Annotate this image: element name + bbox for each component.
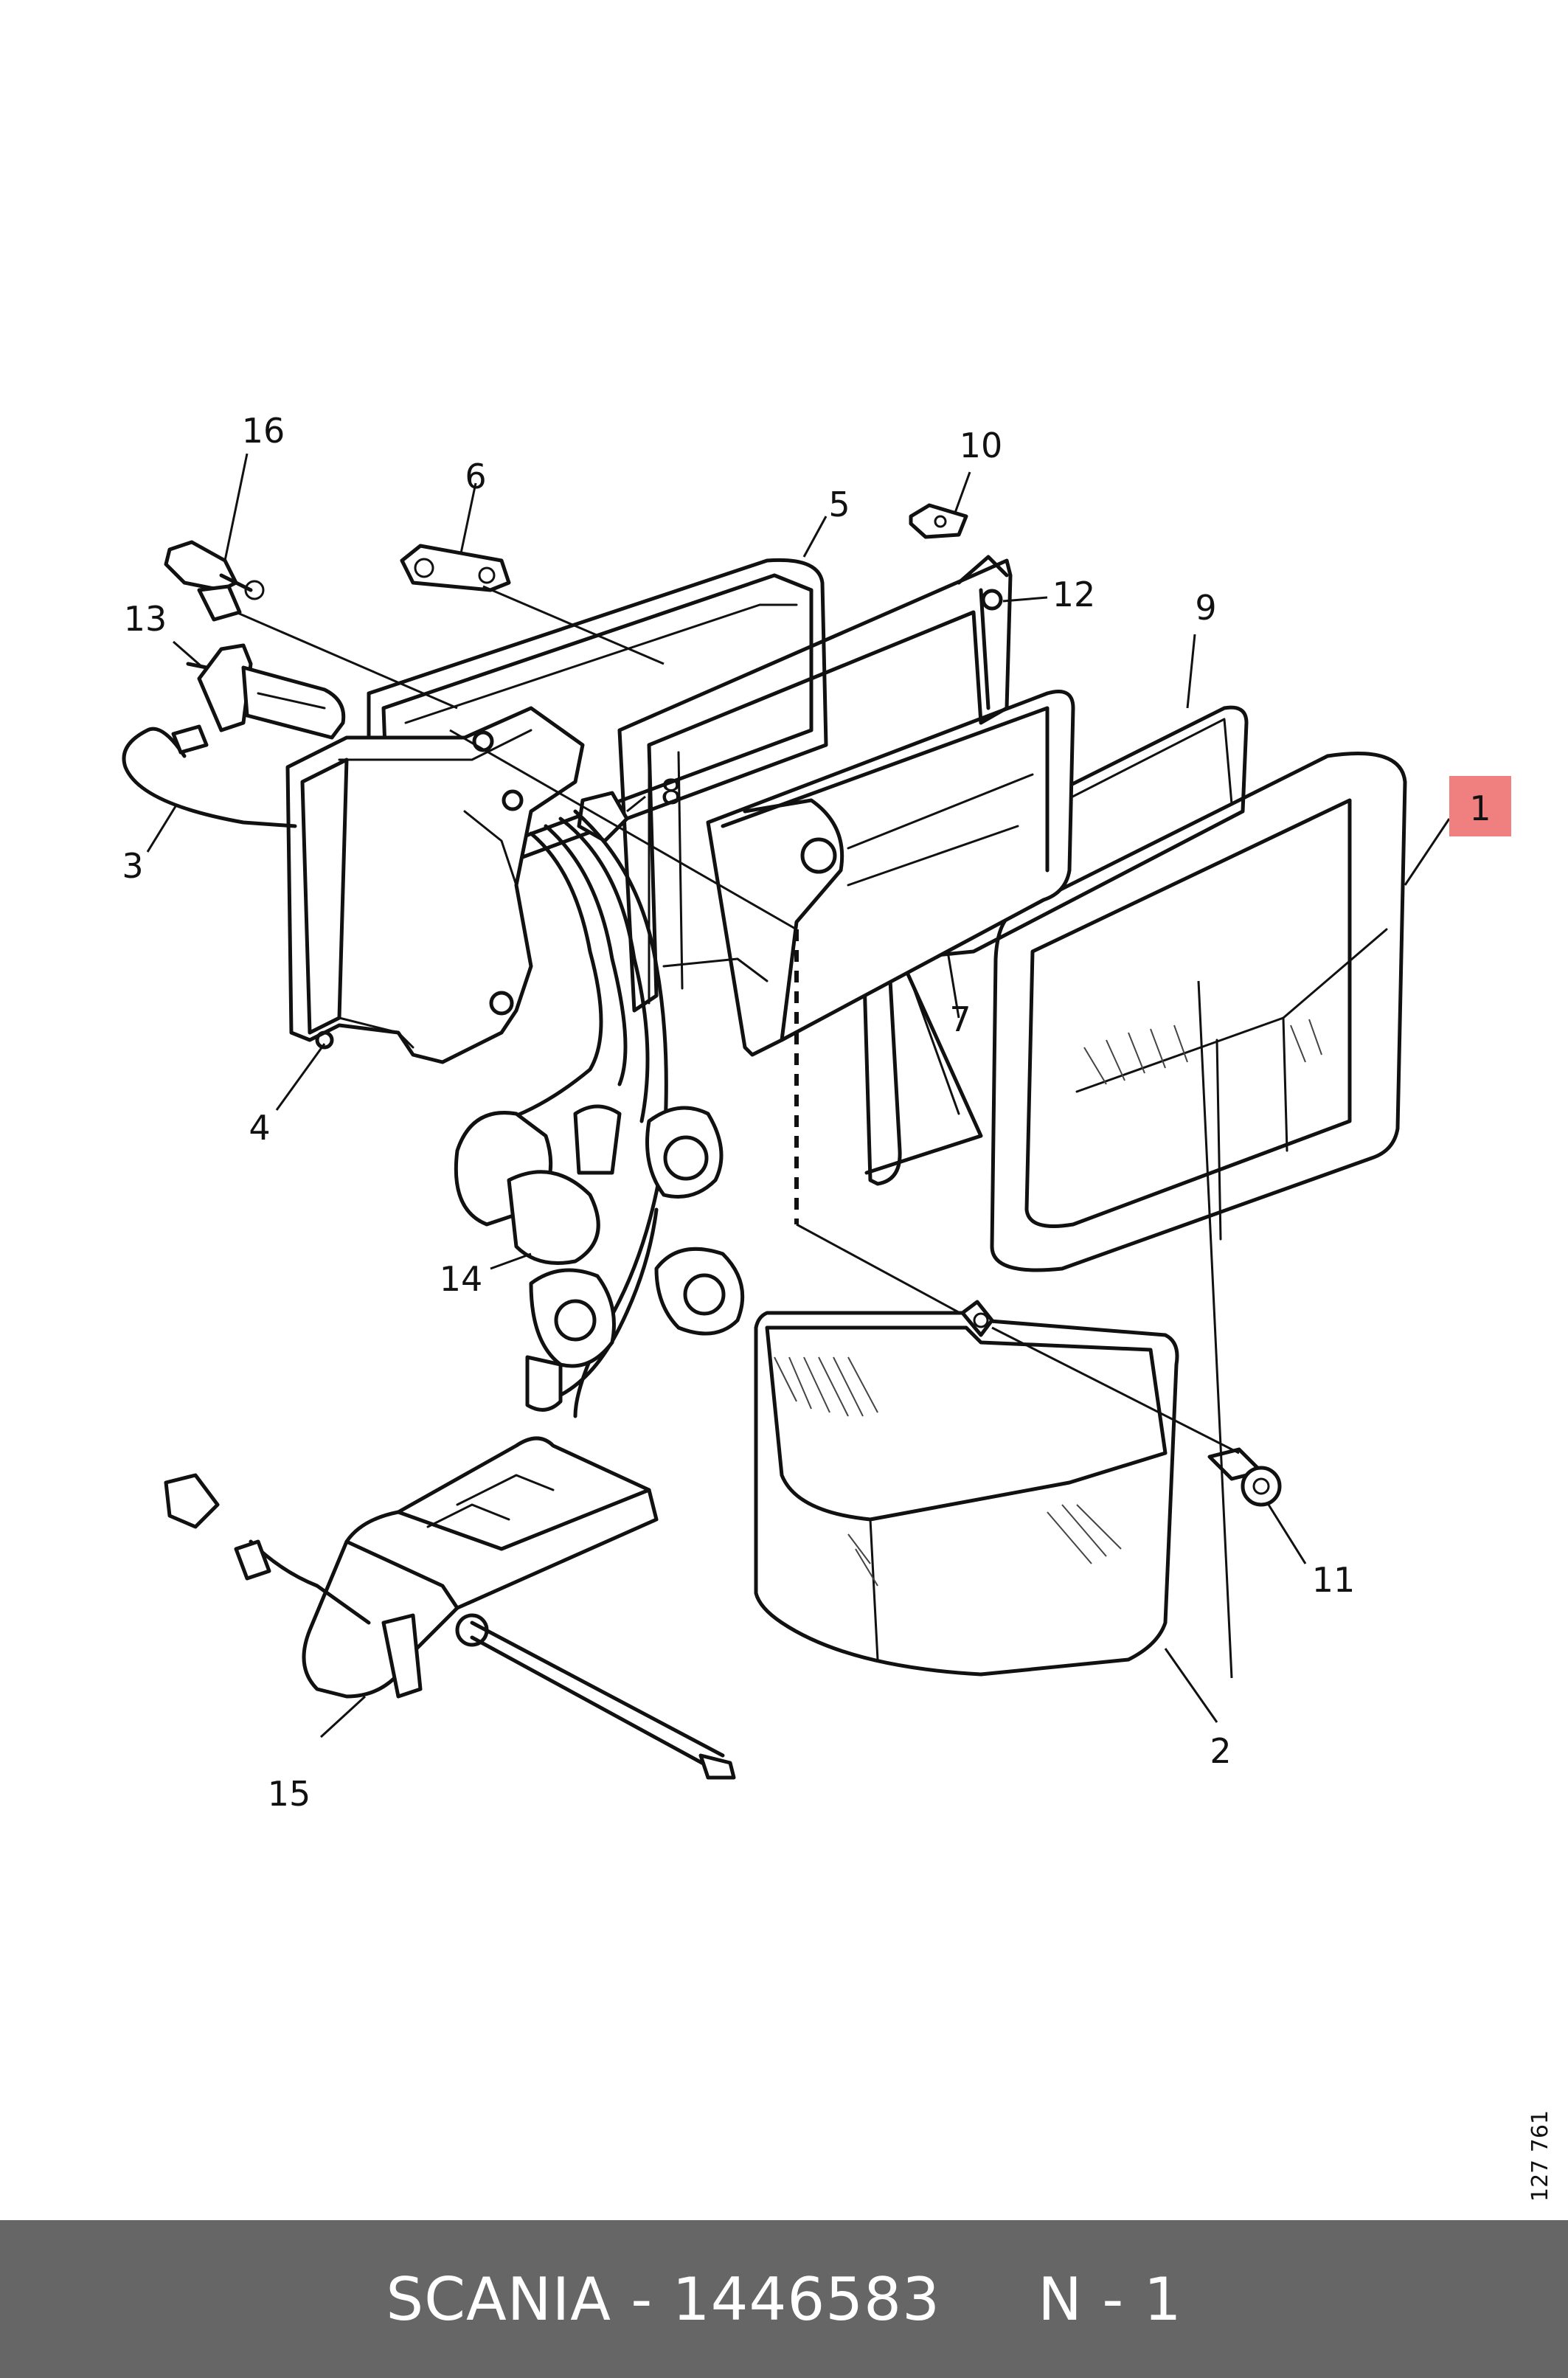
footer-brand: SCANIA bbox=[386, 2264, 611, 2334]
callout-1: 1 bbox=[1469, 788, 1491, 828]
callouts: 1 2 3 4 5 6 7 8 9 10 11 12 13 14 15 16 bbox=[122, 411, 1511, 1814]
callout-14: 14 bbox=[440, 1259, 483, 1299]
callout-16: 16 bbox=[242, 411, 285, 451]
callout-3: 3 bbox=[122, 846, 143, 886]
footer-bar: SCANIA - 1446583 N - 1 bbox=[0, 2220, 1568, 2378]
callout-2: 2 bbox=[1210, 1731, 1231, 1771]
part-15-adjustment-motor bbox=[164, 1436, 736, 1780]
callout-6: 6 bbox=[465, 457, 486, 496]
part-1-headlamp-lens bbox=[990, 752, 1407, 1272]
callout-11: 11 bbox=[1312, 1560, 1356, 1600]
leader-lines bbox=[146, 453, 1451, 1739]
part-10-clip bbox=[909, 503, 968, 539]
callout-13: 13 bbox=[124, 599, 167, 639]
callout-4: 4 bbox=[249, 1108, 270, 1148]
part-13-headlamp-bulb bbox=[186, 643, 346, 740]
part-3-wire bbox=[122, 724, 297, 828]
exploded-parts-diagram: 1 2 3 4 5 6 7 8 9 10 11 12 13 14 15 16 1… bbox=[122, 411, 1553, 2202]
reflector-housing bbox=[706, 690, 1075, 1057]
footer-separator: - bbox=[631, 2264, 653, 2334]
footer-position: N - 1 bbox=[1038, 2264, 1182, 2334]
part-4-housing-bracket bbox=[285, 706, 585, 1064]
callout-12: 12 bbox=[1052, 575, 1096, 614]
callout-15: 15 bbox=[268, 1774, 311, 1814]
callout-7: 7 bbox=[949, 999, 971, 1039]
part-11-screw bbox=[1207, 1447, 1282, 1507]
callout-8: 8 bbox=[660, 772, 681, 812]
footer-part-number: 1446583 bbox=[672, 2264, 940, 2334]
part-16-bulb bbox=[164, 540, 265, 622]
wiring-harness bbox=[499, 809, 668, 1418]
part-14-bulb-sockets bbox=[454, 1104, 745, 1412]
callout-5: 5 bbox=[828, 485, 850, 524]
part-2-indicator-lens bbox=[754, 1300, 1179, 1677]
document-number: 127 761 bbox=[1527, 2110, 1553, 2202]
callout-1-highlight bbox=[1449, 776, 1511, 836]
part-12-mounting-frame bbox=[617, 555, 1013, 1013]
callout-10: 10 bbox=[960, 426, 1003, 465]
part-6-clip bbox=[400, 544, 511, 592]
footer-text: SCANIA - 1446583 N - 1 bbox=[386, 2265, 1182, 2334]
callout-9: 9 bbox=[1195, 588, 1216, 628]
